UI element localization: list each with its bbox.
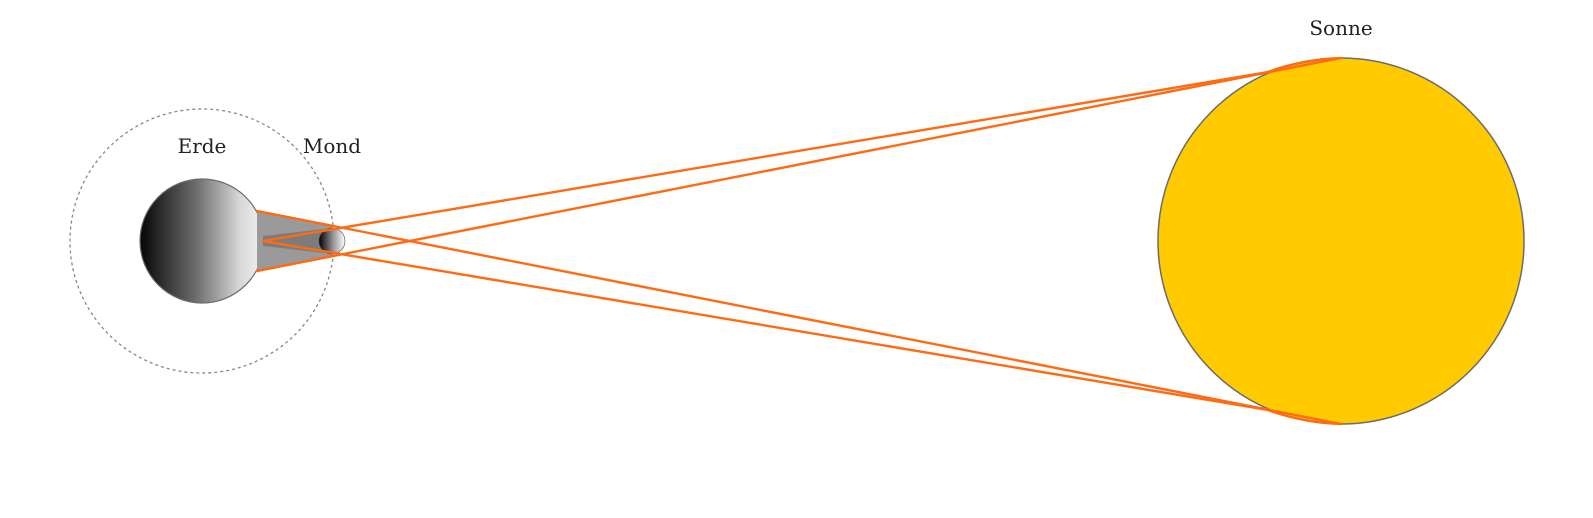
ray-cone-bottom xyxy=(255,254,335,273)
ray-top-inner xyxy=(255,56,1343,273)
sun xyxy=(1157,57,1525,425)
moon xyxy=(318,227,346,255)
ray-bottom-inner xyxy=(255,209,1343,426)
moon-label: Mond xyxy=(303,134,361,158)
earth-label: Erde xyxy=(178,134,227,158)
ray-cone-top xyxy=(255,209,335,228)
umbra-cone xyxy=(263,228,333,254)
sun-label: Sonne xyxy=(1309,16,1372,40)
ray-top-outer xyxy=(261,70,1270,243)
ray-bottom-outer xyxy=(261,239,1270,412)
